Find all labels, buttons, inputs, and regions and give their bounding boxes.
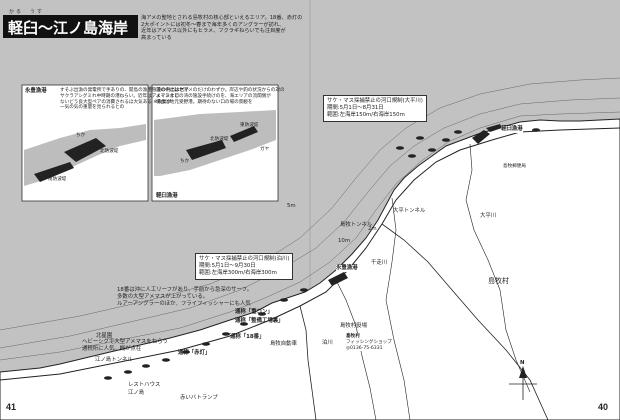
inset-eiho-map-label: ちか (76, 133, 86, 138)
inset-eiho-map-label: 南防波堤 (48, 177, 67, 182)
inset-karuusu-map-label: ガヤ (260, 147, 270, 152)
inset-eiho-label: 永豊漁港 (25, 88, 47, 95)
inset-karuusu-line: よくシオロの湾の施設手続けのを、海エリアの流関側が (156, 93, 271, 99)
depth-contour-10m (0, 77, 620, 331)
note-line: 多数の大型アメマスが上がっている。 (117, 294, 209, 300)
inset-eiho-line: サクラアシグミれ中時期の港ねらい。近年はアメマスなど (60, 93, 180, 99)
place-oohira-river: 大平川 (480, 213, 497, 219)
inset-karuusu-label: 軽臼漁港 (156, 193, 178, 200)
regulation-line: サケ・マス採捕禁止の河口規制(泊川) (199, 256, 290, 262)
eiho-port-marker (328, 272, 348, 286)
depth-contour-5m (0, 97, 620, 349)
spot-label-akato: 通称「赤灯」 (178, 350, 211, 356)
place-resthouse: レストハウス (128, 382, 161, 388)
page-number-left: 41 (6, 402, 17, 412)
depth-contour-2m (0, 111, 620, 361)
coast-road (0, 127, 620, 381)
regulation-line: 範囲:左海岸150m/右海岸150m (327, 112, 405, 118)
place-eno-island: 江ノ島 (128, 390, 145, 396)
river-chikurimai (385, 197, 411, 420)
regulation-line: サケ・マス採捕禁止の河口規制(大平川) (327, 98, 423, 104)
river-oohira (465, 143, 531, 393)
place-shimamaki-tunnel: 島牧トンネル (340, 222, 373, 228)
inset-karuusu-line: 場合は地元受野港。期待のない口の場の景観を (156, 99, 253, 105)
intro-line: 海アメの聖地とされる島牧村の核心部といえるエリア。18番、赤灯の (141, 15, 303, 21)
note-line: 18番は沖に人工リーフがあり、手前から急深のサーフ。 (117, 287, 253, 293)
place-tomari-river: 泊川 (322, 340, 333, 346)
inland-road (299, 305, 317, 420)
inset-karuusu-line: 港の中にはヤマメのだけのわずか。岸辺や釣の状況からの対の (156, 88, 285, 93)
intro-text: 海アメの聖地とされる島牧村の核心部といえるエリア。18番、赤灯の 2大ポイントに… (141, 15, 307, 41)
depth-label: 5m (287, 203, 296, 209)
place-oohira-tunnel: 大平トンネル (393, 208, 426, 214)
place-post-office: 島牧郵便局 (503, 164, 526, 169)
inset-eiho-map-label: 北防波堤 (100, 149, 119, 154)
shop-line: フィッシングショップ (346, 339, 392, 345)
place-eno-tunnel: 江ノ島トンネル (95, 357, 133, 363)
place-karuusu-port: 軽臼漁港 (501, 126, 523, 133)
shop-head: 島牧村 (346, 334, 360, 339)
inset-karuusu-text: 港の中にはヤマメのだけのわずか。岸辺や釣の状況からの対の よくシオロの湾の施設手… (156, 88, 285, 105)
karuusu-port-marker (472, 124, 502, 144)
inset-eiho-line: 一気の気の重量を見られるとの (60, 105, 125, 111)
inset-eiho-line: すそぶ出漁の発電所で手ありの、開島の漁港施設の内出は岩が (60, 88, 189, 93)
page-number-right: 40 (598, 402, 609, 412)
inset-eiho-drawing (24, 124, 146, 186)
place-eiho-port: 永豊漁港 (336, 265, 358, 272)
note-line: ヘビーシグで大型アメマスをねらう (82, 339, 168, 345)
tomari-regulation-box: サケ・マス採捕禁止の河口規制(泊川) 期間:5月1日〜9月30日 範囲:左海岸3… (195, 253, 294, 280)
page-title: 軽臼〜江ノ島海岸 (8, 19, 129, 37)
spot-lower-note: ヘビーシグで大型アメマスをねらう 通税所に人気。概が点在 (82, 339, 168, 353)
title-ruby: かる うす (9, 9, 45, 15)
place-village: 島牧村 (488, 277, 509, 285)
intro-line: 2大ポイントには初冬〜春まで毎年多くのアングラーが訪れ、 (141, 21, 285, 28)
place-chikurimai-river: 千走川 (371, 260, 388, 266)
shop-line: ◎0136-75-6331 (346, 345, 383, 351)
inset-eiho-text: すそぶ出漁の発電所で手ありの、開島の漁港施設の内出は岩が サクラアシグミれ中時期… (60, 88, 189, 111)
land-area (0, 118, 620, 420)
place-north-park: 北星園 (96, 333, 113, 339)
oohira-regulation-box: サケ・マス採捕禁止の河口規制(大平川) 期間:5月1日〜8月31日 範囲:左海岸… (323, 95, 427, 122)
regulation-line: 期間:5月1日〜9月30日 (199, 263, 256, 269)
intro-line: 高まっている (141, 34, 172, 41)
spot-label-zyukon: 通称「重コン」 (235, 309, 273, 315)
compass-north-label: N (520, 360, 525, 366)
title-block (3, 15, 138, 38)
depth-label: 10m (338, 238, 351, 244)
note-line: 通税所に人気。概が点在 (82, 346, 142, 352)
intro-line: 近年はアメマス以外にもヒラメ、フクラギねらいでも注目度が (141, 28, 286, 35)
place-rampu: 赤いバトランプ (180, 395, 218, 401)
inset-karuusu-map-label: 北防波堤 (210, 137, 229, 142)
spot-label-gyokyo: 通称「整備工場裏」 (235, 318, 284, 324)
note-line: ルアーアングラーのほか、フライフィッシャーにも人気 (117, 301, 251, 307)
shop-info: 島牧村 フィッシングショップ ◎0136-75-6331 (346, 334, 392, 352)
fish-markers (104, 128, 540, 380)
inset-karuusu-drawing (154, 110, 276, 176)
inset-eiho-line: ないどう良大型ペアの消費されるほ大気ある ※漁業が (60, 99, 171, 105)
spot-18-note: 18番は沖に人工リーフがあり、手前から急深のサーフ。 多数の大型アメマスが上がっ… (117, 287, 252, 308)
place-shimamaki-auto: 島牧自動車 (270, 341, 297, 347)
regulation-line: 範囲:左海岸300m/右海岸300m (199, 270, 277, 276)
spot-label-18ban: 通称「18番」 (230, 334, 265, 340)
regulation-line: 期間:5月1日〜8月31日 (327, 105, 384, 111)
compass-rose (509, 366, 537, 400)
inset-karuusu-map-label: 東防波堤 (240, 123, 259, 128)
place-village-office: 島牧村役場 (340, 323, 367, 329)
inset-karuusu-map-label: ちか (180, 159, 190, 164)
depth-label: 2m (368, 226, 377, 232)
